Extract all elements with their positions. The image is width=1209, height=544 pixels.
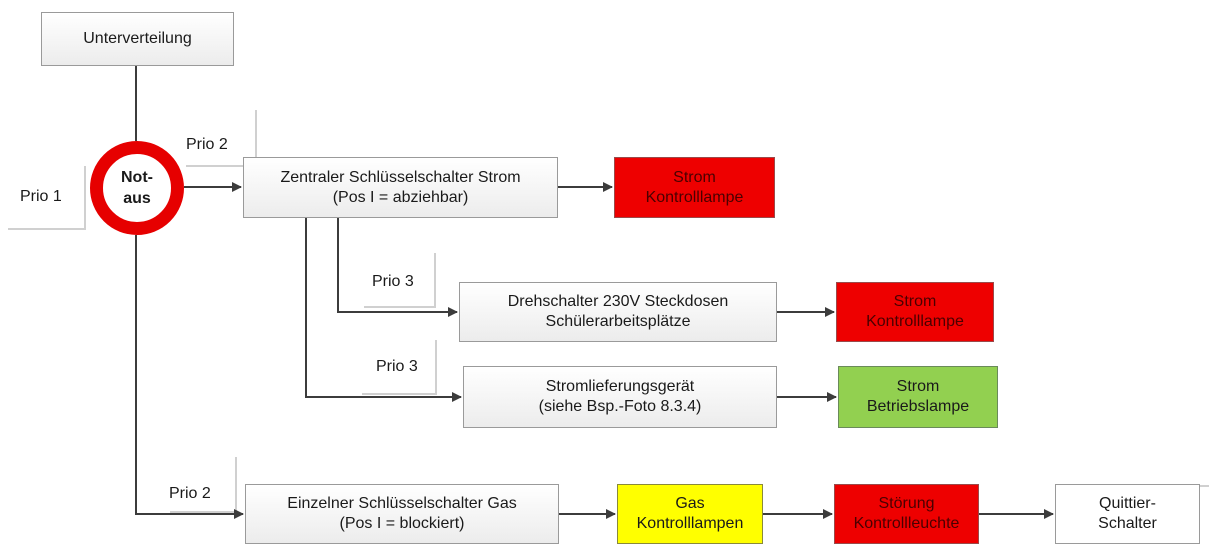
node-emergency-stop: Not- aus: [90, 141, 184, 235]
node-power-lamp-2: Strom Kontrolllampe: [836, 282, 994, 342]
gas-switch-line1: Einzelner Schlüsselschalter Gas: [287, 495, 517, 512]
label-prio1: Prio 1: [20, 188, 62, 205]
operating-lamp-line1: Strom: [896, 378, 940, 395]
power-lamp-1-line2: Kontrolllampe: [645, 188, 744, 206]
emergency-stop-line1: Not-: [121, 169, 153, 186]
connector-central-supply: [305, 218, 462, 402]
reset-switch-line1: Quittier-: [1099, 495, 1156, 512]
node-unterverteilung-label: Unterverteilung: [83, 30, 192, 47]
central-power-line2: (Pos I = abziehbar): [332, 188, 469, 206]
rotary-line2: Schülerarbeitsplätze: [545, 313, 691, 330]
node-fault-lamp: Störung Kontrollleuchte: [834, 484, 979, 544]
gas-lamps-line2: Kontrolllampen: [636, 515, 744, 532]
operating-lamp-line2: Betriebslampe: [866, 398, 970, 415]
fault-lamp-line1: Störung: [878, 495, 935, 512]
label-prio2-lower: Prio 2: [169, 485, 211, 502]
reset-switch-line2: Schalter: [1098, 515, 1157, 532]
label-prio2-upper: Prio 2: [186, 136, 228, 153]
connector-notaus-gas: [135, 235, 244, 519]
power-lamp-1-line1: Strom: [673, 168, 716, 186]
node-central-power-switch: Zentraler Schlüsselschalter Strom (Pos I…: [243, 157, 558, 218]
emergency-stop-line2: aus: [123, 190, 151, 207]
gas-lamps-line1: Gas: [675, 495, 705, 512]
connector-central-rotary: [337, 218, 458, 317]
supply-device-line2: (siehe Bsp.-Foto 8.3.4): [538, 398, 702, 415]
node-reset-switch: Quittier- Schalter: [1055, 484, 1200, 544]
rotary-line1: Drehschalter 230V Steckdosen: [507, 293, 729, 310]
supply-device-line1: Stromlieferungsgerät: [545, 378, 695, 395]
label-prio3-lower: Prio 3: [376, 358, 418, 375]
gas-switch-line2: (Pos I = blockiert): [339, 515, 465, 532]
power-lamp-2-line1: Strom: [893, 293, 937, 310]
power-lamp-2-line2: Kontrolllampe: [866, 313, 964, 330]
node-unterverteilung: Unterverteilung: [41, 12, 234, 66]
node-operating-lamp: Strom Betriebslampe: [838, 366, 998, 428]
label-prio3-upper: Prio 3: [372, 273, 414, 290]
node-gas-switch: Einzelner Schlüsselschalter Gas (Pos I =…: [245, 484, 559, 544]
node-power-lamp-1: Strom Kontrolllampe: [614, 157, 775, 218]
node-gas-lamps: Gas Kontrolllampen: [617, 484, 763, 544]
node-rotary-switch: Drehschalter 230V Steckdosen Schülerarbe…: [459, 282, 777, 342]
fault-lamp-line2: Kontrollleuchte: [853, 515, 960, 532]
central-power-line1: Zentraler Schlüsselschalter Strom: [280, 168, 521, 186]
node-supply-device: Stromlieferungsgerät (siehe Bsp.-Foto 8.…: [463, 366, 777, 428]
